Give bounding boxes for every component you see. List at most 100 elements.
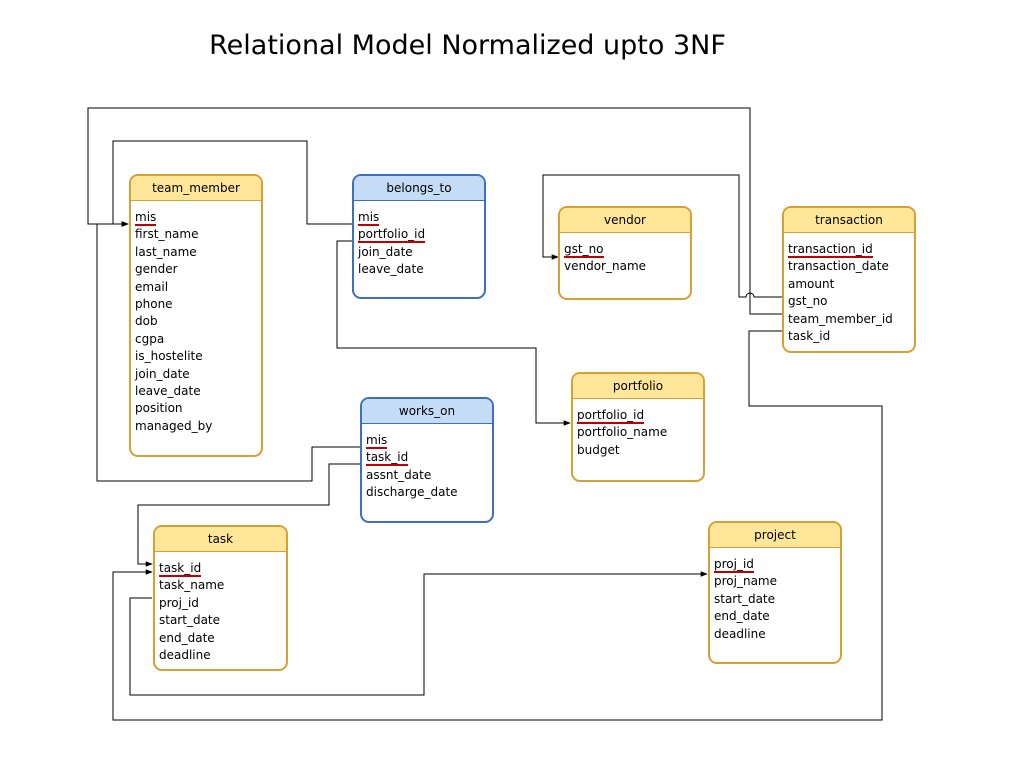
column-item: start_date [714,591,840,608]
table-header: task [155,527,286,552]
column-item: deadline [714,626,840,643]
column-item: team_member_id [788,311,914,328]
column-item: vendor_name [564,258,690,275]
column-label: deadline [159,647,211,662]
column-label: proj_name [714,574,777,589]
fk-line-transaction-vendor [542,174,783,298]
column-item: portfolio_id [358,226,484,244]
column-item: gst_no [564,241,690,258]
column-item: leave_date [358,261,484,278]
column-item: task_id [159,560,286,577]
column-label: task_id [788,328,831,343]
fk-line-belongs-to-portfolio [336,240,571,426]
column-item: is_hostelite [135,348,261,365]
column-label: portfolio_name [577,425,668,440]
table-header: vendor [560,208,690,233]
column-item: join_date [358,244,484,261]
column-item: portfolio_id [577,407,703,424]
page-title: Relational Model Normalized upto 3NF [209,30,726,61]
column-label: gender [135,262,178,277]
key-column-label: portfolio_id [577,408,645,424]
column-label: last_name [135,244,197,259]
key-column-label: proj_id [714,557,754,573]
column-label: task_name [159,578,225,593]
column-label: join_date [135,366,190,381]
column-item: task_name [159,577,286,594]
column-label: transaction_date [788,259,889,274]
fk-line-works-on-task [137,463,360,567]
column-label: proj_id [159,595,199,610]
fk-line-works-on-mis [96,221,360,482]
table-header: transaction [784,208,914,233]
column-item: end_date [714,608,840,625]
column-item: discharge_date [366,484,492,501]
column-item: transaction_date [788,258,914,275]
column-label: gst_no [788,294,828,309]
column-label: deadline [714,626,766,641]
column-item: gender [135,261,261,278]
column-item: phone [135,296,261,313]
fk-line-transaction-task [112,330,883,721]
column-item: cgpa [135,331,261,348]
table-header: team_member [131,176,261,201]
column-item: first_name [135,226,261,243]
column-label: assnt_date [366,467,432,482]
column-item: gst_no [788,293,914,310]
column-item: start_date [159,612,286,629]
key-column-label: task_id [159,561,202,577]
column-label: phone [135,296,173,311]
column-item: assnt_date [366,467,492,484]
column-label: start_date [159,613,221,628]
column-label: cgpa [135,331,165,346]
column-item: task_id [788,328,914,345]
column-label: managed_by [135,418,213,433]
column-item: mis [366,432,492,449]
column-item: proj_id [714,556,840,573]
column-item: managed_by [135,418,261,435]
key-column-label: mis [366,433,388,449]
table-header: works_on [362,399,492,424]
key-column-label: portfolio_id [358,227,426,244]
column-label: leave_date [135,383,201,398]
column-label: dob [135,314,158,329]
column-item: mis [135,209,261,226]
column-label: leave_date [358,262,424,277]
column-item: transaction_id [788,241,914,258]
column-item: last_name [135,244,261,261]
key-column-label: mis [358,210,380,226]
fk-line-task-project [129,571,708,696]
column-item: end_date [159,630,286,647]
column-label: is_hostelite [135,349,203,364]
key-column-label: mis [135,210,157,226]
column-label: vendor_name [564,259,647,274]
column-label: team_member_id [788,311,893,326]
column-item: join_date [135,366,261,383]
column-item: amount [788,276,914,293]
key-column-label: gst_no [564,242,604,258]
column-label: amount [788,276,835,291]
column-item: portfolio_name [577,424,703,441]
column-item: budget [577,442,703,459]
table-header: belongs_to [354,176,484,201]
fk-line-transaction-team-member [87,107,783,315]
key-column-label: task_id [366,450,409,467]
column-label: budget [577,442,620,457]
table-header: portfolio [573,374,703,399]
